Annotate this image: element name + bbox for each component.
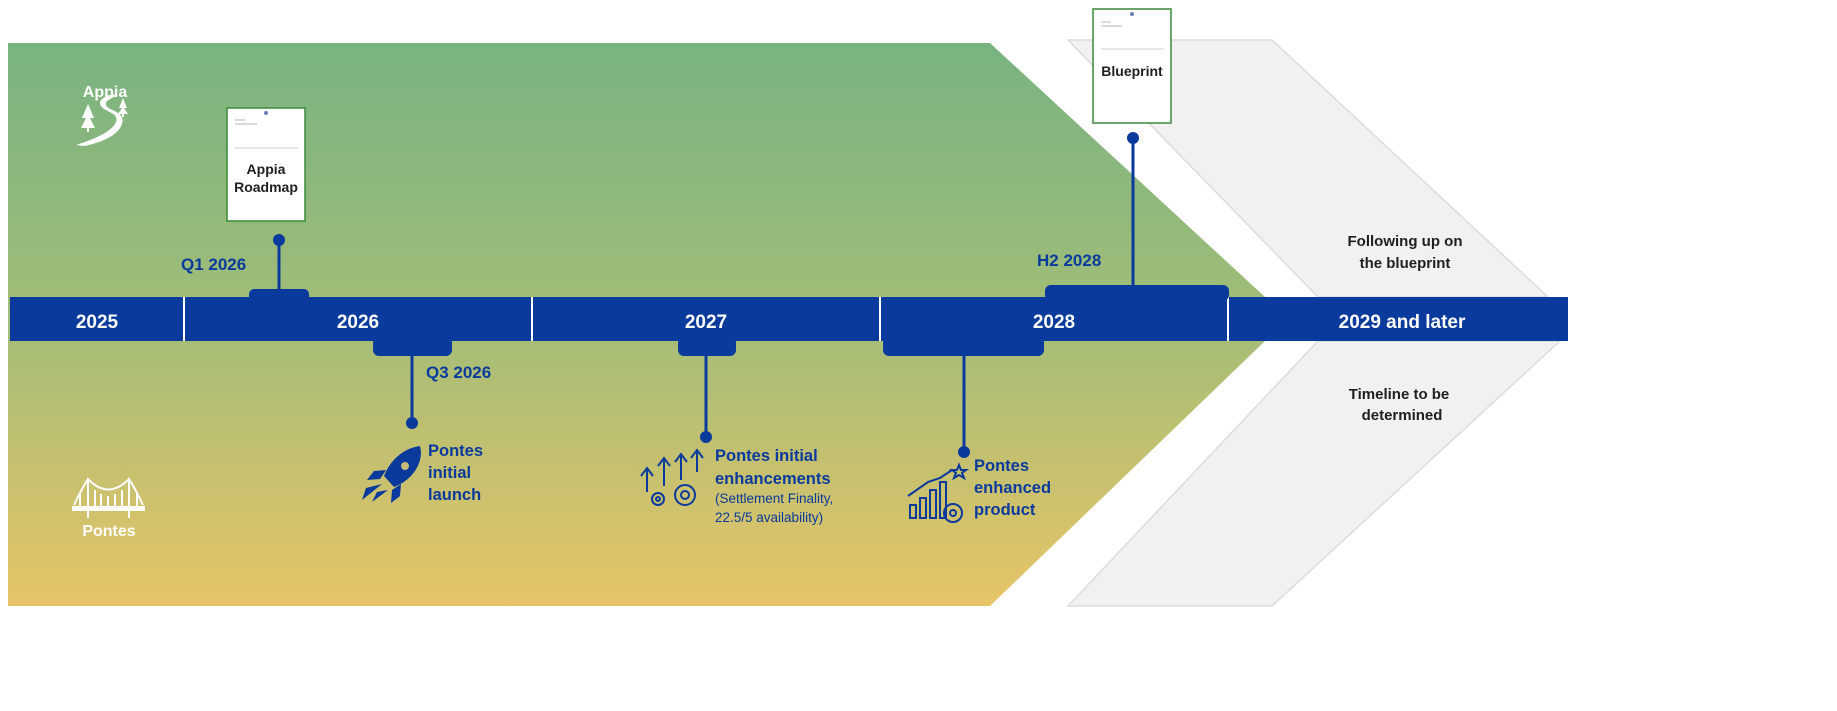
year-label-2029-later: 2029 and later [1339,312,1466,333]
milestone-appia-roadmap: Q1 2026 Appia Roadmap [181,107,306,290]
later-bottom-line1: Timeline to be [1349,386,1450,403]
arrows-gears-icon [640,448,704,506]
milestone-pontes-product: Pontes enhanced product [907,352,1051,523]
appia-lane-label: Appia [76,84,128,146]
year-label-2027: 2027 [685,312,727,333]
pontes-product-line1: Pontes [974,457,1029,475]
tab-2028 [883,337,1044,356]
document-logo-icon [264,111,268,115]
pontes-lane-label: Pontes [72,477,145,540]
later-top-line1: Following up on [1348,233,1463,250]
pontes-enh-line1: Pontes initial [715,447,818,465]
rocket-icon [362,446,421,503]
pontes-product-line3: product [974,501,1036,519]
growth-chart-gear-icon [907,462,969,523]
tab-q3-2026 [373,337,452,356]
bridge-icon [72,477,145,518]
timeline-bar: 2025 2026 2027 2028 2029 and later [10,297,1568,341]
document-logo-icon [1130,12,1134,16]
blueprint-document: Blueprint [1092,8,1172,124]
appia-roadmap-doc-line1: Appia [247,161,286,177]
pontes-product-line2: enhanced [974,479,1051,497]
year-label-2028: 2028 [1033,312,1075,333]
appia-roadmap-doc-line2: Roadmap [234,179,298,195]
tab-q1-2026 [249,289,309,301]
pontes-enh-line2: enhancements [715,470,831,488]
appia-label: Appia [83,84,128,101]
appia-roadmap-document: Appia Roadmap [226,107,306,222]
later-top-line2: the blueprint [1360,255,1451,272]
year-label-2025: 2025 [76,312,119,333]
later-notes: Following up on the blueprint Timeline t… [1348,233,1463,424]
milestone-date-q3-2026: Q3 2026 [426,363,491,382]
pontes-launch-line3: launch [428,486,481,504]
roadmap-diagram: Appia Pontes 2025 [8,8,1568,607]
milestone-pontes-enhancements: Pontes initial enhancements (Settlement … [640,352,833,525]
pontes-launch-line2: initial [428,464,471,482]
pontes-enh-line3: (Settlement Finality, [715,491,833,506]
milestone-date-h2-2028: H2 2028 [1037,251,1101,270]
later-bottom-line2: determined [1362,407,1443,424]
tab-h2-2028 [1045,285,1229,301]
milestone-pontes-launch: Q3 2026 Pontes initial launch [362,352,491,504]
milestone-blueprint: H2 2028 Blueprint [1037,8,1172,286]
pontes-enh-line4: 22.5/5 availability) [715,510,823,525]
road-trees-icon [76,94,128,146]
pontes-launch-line1: Pontes [428,442,483,460]
tab-2027 [678,337,736,356]
milestone-date-q1-2026: Q1 2026 [181,255,246,274]
pontes-label: Pontes [82,523,135,540]
year-label-2026: 2026 [337,312,379,333]
blueprint-doc-label: Blueprint [1101,63,1163,79]
